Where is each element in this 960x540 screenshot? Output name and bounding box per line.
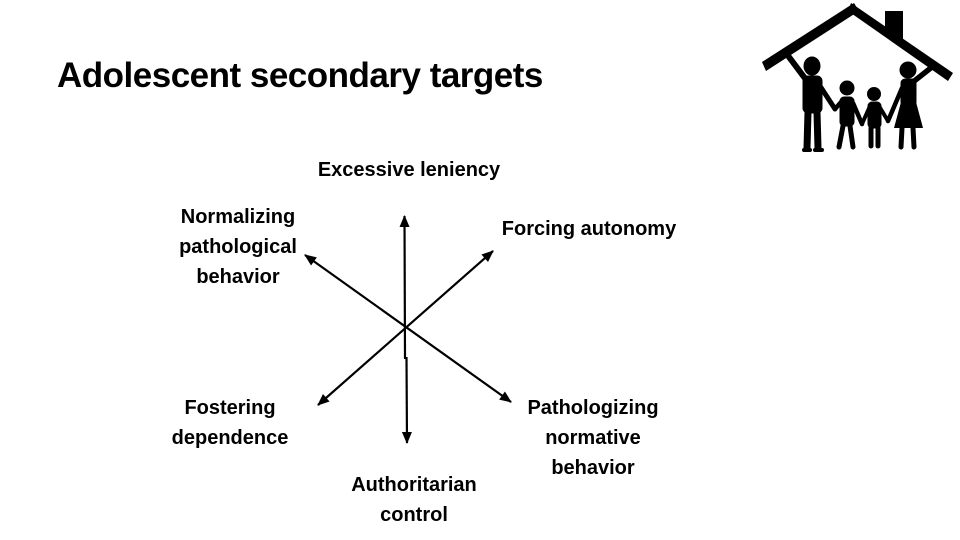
slide-title: Adolescent secondary targets <box>57 56 543 95</box>
house-family-logo-icon <box>762 3 953 152</box>
boy-silhouette <box>860 87 890 149</box>
chimney-icon <box>885 11 903 47</box>
arrow-down <box>401 356 412 444</box>
label-pathologizing-normative-behavior: Pathologizing normative behavior <box>527 397 659 479</box>
label-fostering-dependence: Fostering dependence <box>171 397 289 449</box>
label-authoritarian-control: Authoritarian control <box>351 474 477 526</box>
woman-silhouette <box>885 61 935 150</box>
label-forcing-autonomy: Forcing autonomy <box>501 218 677 240</box>
roof-icon <box>762 3 953 81</box>
label-excessive-leniency: Excessive leniency <box>317 159 501 181</box>
man-silhouette <box>786 54 838 152</box>
label-normalizing-pathological-behavior: Normalizing pathological behavior <box>179 206 297 288</box>
arrow-upperleft-lowerright <box>304 254 512 403</box>
arrow-up <box>399 215 410 360</box>
girl-silhouette <box>832 80 865 150</box>
arrow-upperright-lowerleft <box>317 250 494 406</box>
